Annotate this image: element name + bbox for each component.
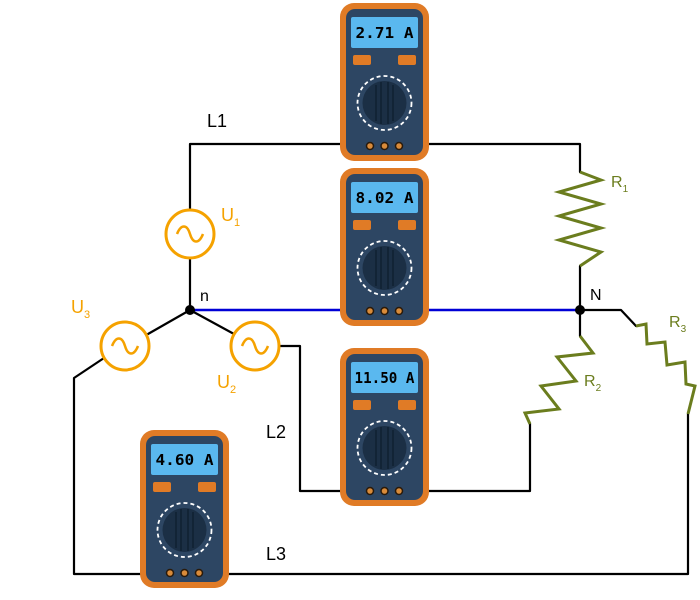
meter-display <box>351 362 418 393</box>
multimeter-neutral: 8.02 A <box>340 168 429 326</box>
probe-jack-amp <box>394 141 404 151</box>
label-l2: L2 <box>266 422 286 442</box>
meter-dial-ring <box>356 240 413 296</box>
meter-dial-icon <box>362 81 407 125</box>
multimeter-l1: 2.71 A <box>340 3 429 161</box>
source-u2 <box>229 320 281 372</box>
meter-reading: 2.71 A <box>356 24 414 42</box>
meter-right-button <box>198 482 216 492</box>
meter-display <box>351 182 418 213</box>
label-r3: R3 <box>669 314 687 335</box>
resistors <box>522 170 697 425</box>
resistor-r1 <box>553 170 607 268</box>
label-r1: R1 <box>611 174 629 195</box>
probe-jack-volt <box>380 141 389 151</box>
meter-right-button <box>398 400 416 410</box>
resistor-r2 <box>522 335 596 425</box>
probe-jack-volt <box>380 306 389 316</box>
meter-reading: 11.50 A <box>355 369 415 387</box>
label-node-N: N <box>590 287 602 304</box>
meter-right-button <box>398 220 416 230</box>
wire-n-to-u2 <box>188 308 236 336</box>
label-u3: U3 <box>71 297 90 321</box>
source-u3 <box>99 320 151 372</box>
meter-dial-icon <box>162 508 207 552</box>
label-u1: U1 <box>221 205 240 229</box>
meter-right-button <box>398 55 416 65</box>
node-load-star <box>575 305 585 315</box>
node-source-star <box>185 305 195 315</box>
sine-wave-icon <box>175 225 205 243</box>
label-r2: R2 <box>584 373 602 394</box>
probe-jack-amp <box>194 568 204 578</box>
multimeter-l2: 11.50 A <box>340 348 429 506</box>
wire-l3 <box>72 356 690 576</box>
probe-jack-common <box>365 141 375 151</box>
probe-jack-volt <box>180 568 189 578</box>
probe-jack-common <box>365 486 375 496</box>
meter-left-button <box>353 400 371 410</box>
resistor-r3 <box>635 322 697 415</box>
meter-left-button <box>353 220 371 230</box>
meter-left-button <box>353 55 371 65</box>
meter-display <box>151 444 218 475</box>
probe-jack-amp <box>394 486 404 496</box>
multimeter-l3: 4.60 A <box>140 430 229 588</box>
meter-dial-ring <box>356 75 413 131</box>
probe-jack-common <box>365 306 375 316</box>
wire-N-to-r3 <box>578 308 638 328</box>
probe-jack-volt <box>380 486 389 496</box>
source-u1 <box>164 208 216 260</box>
wire-n-to-u3 <box>146 308 192 336</box>
meter-display <box>351 17 418 48</box>
meter-dial-ring <box>356 420 413 476</box>
sine-wave-icon <box>110 337 140 355</box>
label-u2: U2 <box>217 372 236 396</box>
wire-l2 <box>278 344 532 493</box>
labels: L1 L2 L3 n N U1 U2 U3 R1 R2 R3 <box>71 111 687 564</box>
meter-left-button <box>153 482 171 492</box>
meter-dial-ring <box>156 502 213 558</box>
meter-dial-icon <box>362 426 407 470</box>
meter-reading: 8.02 A <box>356 189 414 207</box>
label-l1: L1 <box>207 111 227 131</box>
sine-wave-icon <box>240 337 270 355</box>
meter-reading: 4.60 A <box>156 451 214 469</box>
label-node-n: n <box>200 288 209 305</box>
probe-jack-amp <box>394 306 404 316</box>
meter-dial-icon <box>362 246 407 290</box>
probe-jack-common <box>165 568 175 578</box>
label-l3: L3 <box>266 544 286 564</box>
